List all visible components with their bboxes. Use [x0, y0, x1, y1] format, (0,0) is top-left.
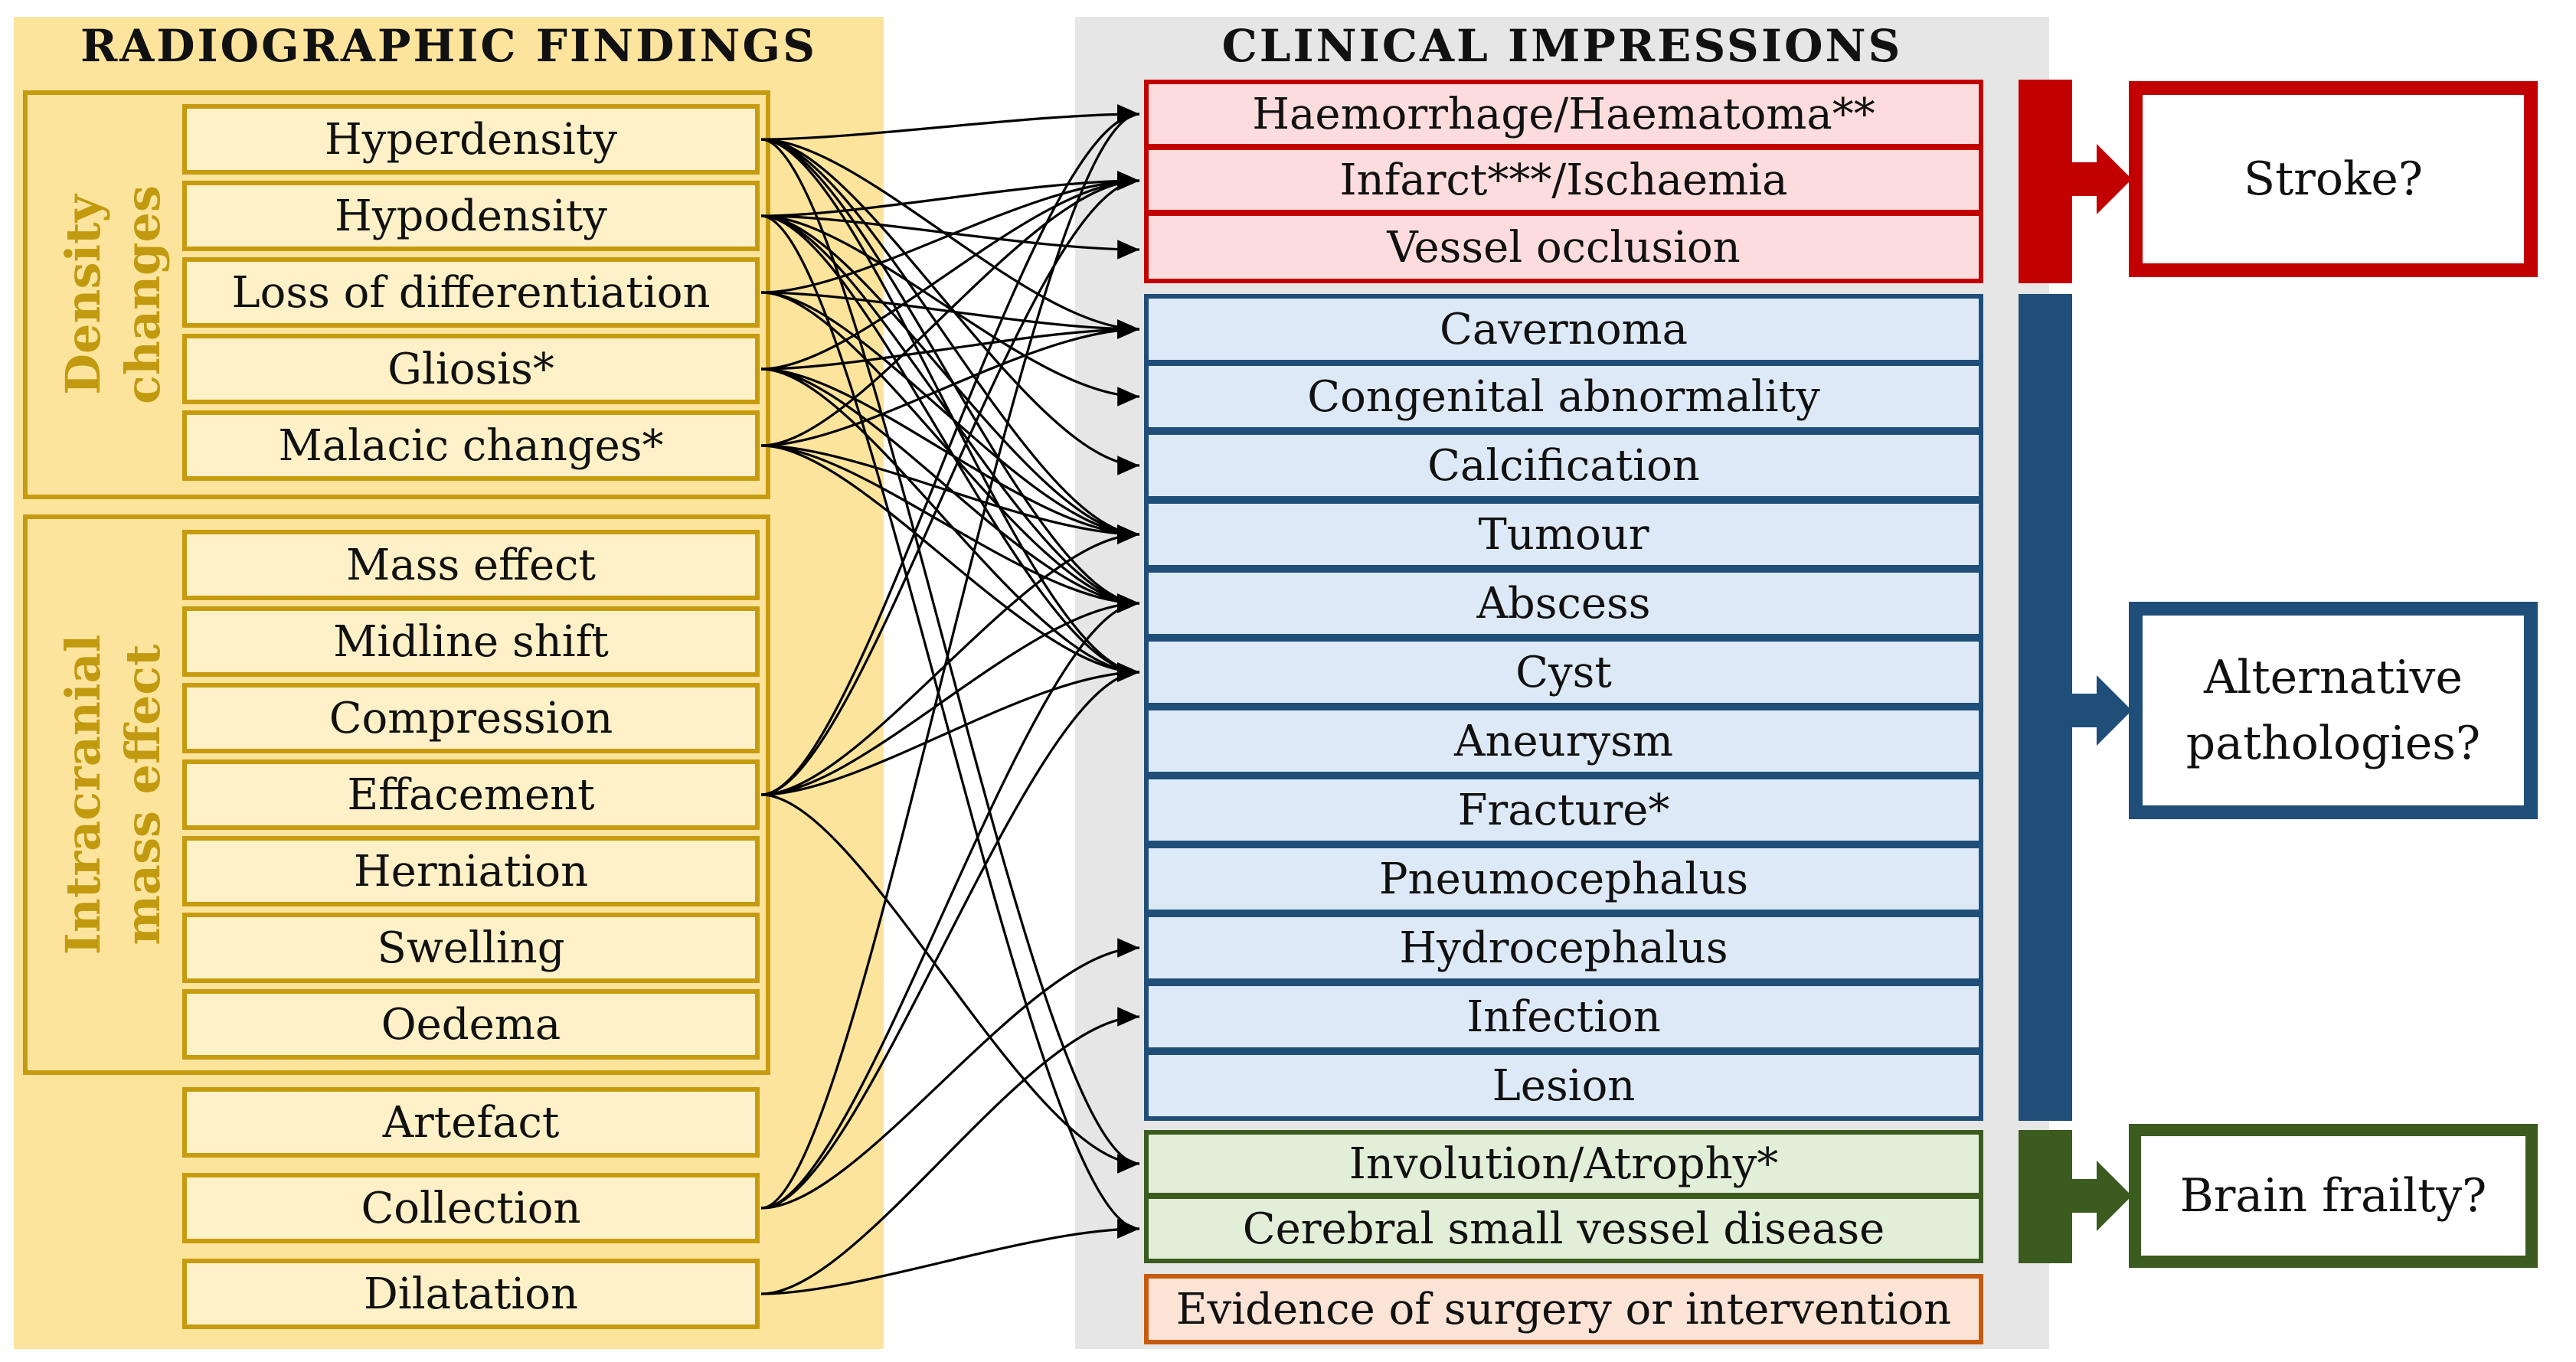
link-hyper-to-inv	[760, 138, 1140, 1174]
link-dil-to-csvd	[760, 1219, 1140, 1295]
radiographic-findings-title: RADIOGRAPHIC FINDINGS	[80, 20, 817, 72]
link-hypo-to-cyst	[760, 214, 1140, 682]
link-coll-to-abs	[760, 593, 1140, 1210]
impression-aneurysm: Aneurysm	[1144, 706, 1983, 776]
link-hypo-to-tum	[760, 214, 1140, 544]
link-mal-to-inf	[760, 171, 1140, 447]
link-mal-to-abs	[760, 444, 1140, 613]
link-hypo-to-occ	[760, 214, 1140, 260]
category-bar-1	[2019, 294, 2072, 1121]
link-coll-to-cyst	[760, 662, 1140, 1210]
finding-collection: Collection	[182, 1173, 760, 1243]
impression-calcification: Calcification	[1144, 430, 1983, 501]
finding-dilatation: Dilatation	[182, 1259, 760, 1329]
impression-hydrocephalus: Hydrocephalus	[1144, 913, 1983, 983]
impression-lesion: Lesion	[1144, 1050, 1983, 1121]
finding-hypodensity: Hypodensity	[182, 181, 760, 251]
outcome-stroke: Stroke?	[2129, 81, 2538, 277]
link-eff-to-haem	[760, 104, 1140, 796]
category-arrow-head-1	[2097, 675, 2132, 746]
link-hypo-to-cong	[760, 214, 1140, 407]
category-arrow-stem-2	[2068, 1179, 2098, 1213]
finding-malacic-changes: Malacic changes*	[182, 410, 760, 481]
link-hyper-to-abs	[760, 138, 1140, 613]
link-glio-to-abs	[760, 367, 1140, 613]
impression-evidence-of-surgery: Evidence of surgery or intervention	[1144, 1274, 1983, 1344]
finding-hyperdensity: Hyperdensity	[182, 104, 760, 175]
link-hyper-to-tum	[760, 138, 1140, 544]
link-loss-to-inf	[760, 171, 1140, 294]
finding-artefact: Artefact	[182, 1087, 760, 1158]
link-eff-to-cyst	[760, 662, 1140, 796]
category-arrow-stem-1	[2068, 694, 2098, 727]
impression-cavernoma: Cavernoma	[1144, 294, 1983, 364]
category-bar-2	[2019, 1130, 2072, 1263]
category-arrow-head-0	[2097, 144, 2132, 214]
category-arrow-head-2	[2097, 1161, 2132, 1231]
impression-cerebral-small-vessel-disease: Cerebral small vessel disease	[1144, 1194, 1983, 1263]
category-bar-0	[2019, 80, 2072, 283]
impression-tumour: Tumour	[1144, 499, 1983, 570]
link-hypo-to-inf	[760, 171, 1140, 217]
finding-loss-of-differentiation: Loss of differentiation	[182, 257, 760, 328]
category-arrow-stem-0	[2068, 162, 2098, 196]
link-loss-to-abs	[760, 291, 1140, 613]
link-dil-to-infect	[760, 1007, 1140, 1295]
link-coll-to-haem	[760, 104, 1140, 1210]
finding-herniation: Herniation	[182, 836, 760, 906]
link-eff-to-inf	[760, 171, 1140, 796]
link-loss-to-tum	[760, 291, 1140, 544]
impression-infarct-ischaemia: Infarct***/Ischaemia	[1144, 145, 1983, 214]
link-hyper-to-haem	[760, 104, 1140, 141]
finding-compression: Compression	[182, 683, 760, 753]
impression-pneumocephalus: Pneumocephalus	[1144, 844, 1983, 914]
finding-mass-effect: Mass effect	[182, 530, 760, 600]
impression-abscess: Abscess	[1144, 568, 1983, 639]
density-changes-group	[23, 90, 770, 499]
link-hyper-to-cyst	[760, 138, 1140, 682]
link-hyper-to-cav	[760, 138, 1140, 339]
finding-swelling: Swelling	[182, 913, 760, 983]
outcome-brain-frailty: Brain frailty?	[2129, 1124, 2538, 1268]
link-hyper-to-calc	[760, 138, 1140, 475]
clinical-impressions-title: CLINICAL IMPRESSIONS	[1221, 20, 1903, 72]
outcome-alternative-pathologies: Alternative pathologies?	[2129, 602, 2538, 819]
link-hypo-to-abs	[760, 214, 1140, 613]
link-glio-to-cav	[760, 319, 1140, 371]
link-loss-to-cav	[760, 291, 1140, 339]
finding-effacement: Effacement	[182, 759, 760, 830]
impression-cyst: Cyst	[1144, 637, 1983, 707]
impression-fracture: Fracture*	[1144, 775, 1983, 845]
impression-infection: Infection	[1144, 981, 1983, 1052]
finding-oedema: Oedema	[182, 989, 760, 1060]
link-hypo-to-csvd	[760, 214, 1140, 1239]
link-mal-to-cav	[760, 319, 1140, 447]
link-glio-to-cyst	[760, 367, 1140, 682]
link-eff-to-inv	[760, 793, 1140, 1174]
impression-involution-atrophy: Involution/Atrophy*	[1144, 1130, 1983, 1197]
finding-gliosis: Gliosis*	[182, 334, 760, 404]
impression-haemorrhage-haematoma: Haemorrhage/Haematoma**	[1144, 80, 1983, 149]
link-coll-to-hydro	[760, 938, 1140, 1210]
finding-midline-shift: Midline shift	[182, 606, 760, 677]
impression-congenital-abnormality: Congenital abnormality	[1144, 361, 1983, 432]
link-mal-to-cyst	[760, 444, 1140, 682]
link-glio-to-inf	[760, 171, 1140, 371]
impression-vessel-occlusion: Vessel occlusion	[1144, 211, 1983, 283]
link-eff-to-abs	[760, 593, 1140, 796]
